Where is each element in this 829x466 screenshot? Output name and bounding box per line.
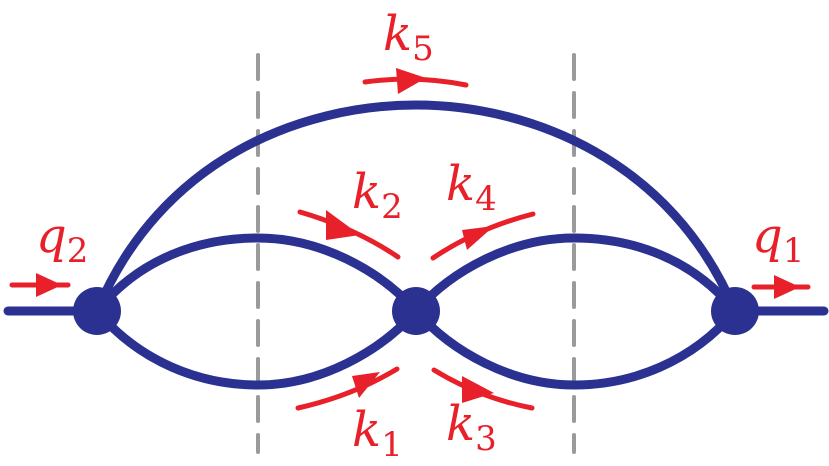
momentum-arrow-k5 <box>362 68 469 94</box>
vertex-left <box>73 287 121 335</box>
label-k3: k3 <box>446 396 497 459</box>
momentum-arrow-k2 <box>297 209 401 260</box>
label-k1: k1 <box>352 402 403 465</box>
momentum-arrow-q2 <box>9 273 71 297</box>
propagator-k4 <box>411 233 740 316</box>
momentum-arrow-k3 <box>431 367 535 411</box>
propagator-k3 <box>411 306 740 390</box>
label-k4: k4 <box>446 156 497 219</box>
vertex-right <box>711 287 759 335</box>
momentum-arrow-k1 <box>295 366 400 411</box>
propagator-k5 <box>92 100 740 316</box>
momentum-arrow-q1 <box>751 275 811 299</box>
momentum-arrow-k4 <box>430 211 536 261</box>
label-k2: k2 <box>352 164 403 227</box>
label-q2: q2 <box>36 208 88 271</box>
vertex-center <box>392 287 440 335</box>
label-q1: q1 <box>752 208 804 271</box>
propagator-k1 <box>92 306 421 390</box>
label-k5: k5 <box>383 6 434 69</box>
propagator-k2 <box>92 233 421 316</box>
